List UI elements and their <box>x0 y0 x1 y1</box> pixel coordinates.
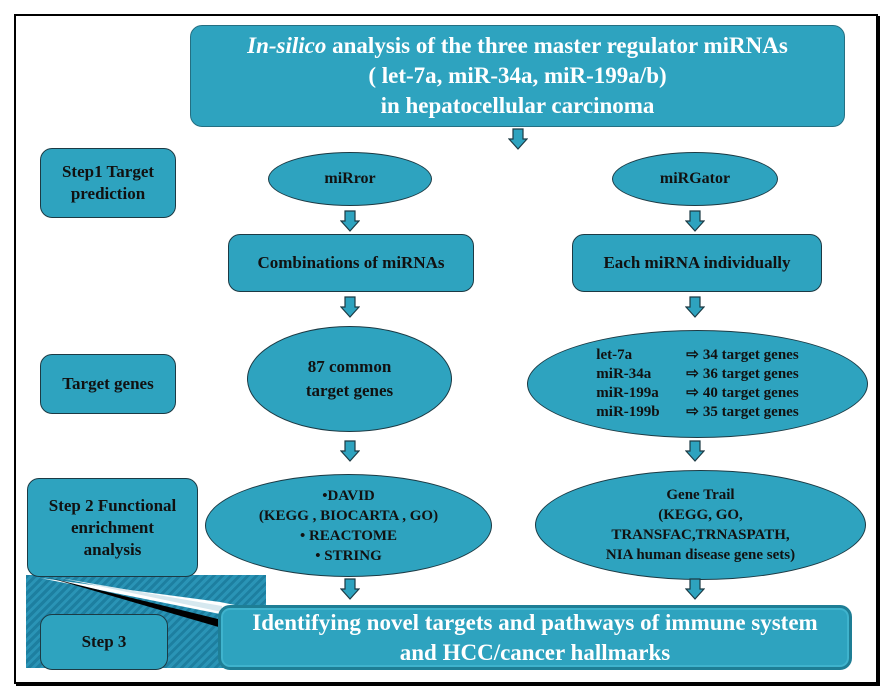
down-arrow-icon <box>508 128 528 150</box>
mirgator-text: miRGator <box>659 170 731 187</box>
right-arrow-outline-icon: ⇨ <box>686 366 699 382</box>
enrichment-line: •DAVID <box>322 487 375 504</box>
mirror-ellipse: miRror <box>268 152 432 206</box>
enrichment-line: Gene Trail <box>666 487 735 503</box>
down-arrow-icon <box>685 578 705 600</box>
mirna-name: let-7a <box>596 347 633 363</box>
common-genes-text: 87 common target genes <box>305 357 394 400</box>
down-arrow-icon <box>340 210 360 232</box>
right-arrow-outline-icon: ⇨ <box>686 404 699 420</box>
mirna-name: miR-199b <box>596 404 660 420</box>
step1-label: Step1 Target prediction <box>40 148 176 218</box>
gene-count: 34 target genes <box>702 347 799 363</box>
final-line-1: Identifying novel targets and pathways o… <box>252 609 818 635</box>
david-ellipse: •DAVID (KEGG , BIOCARTA , GO) • REACTOME… <box>205 474 492 577</box>
right-arrow-outline-icon: ⇨ <box>686 347 699 363</box>
right-arrow-outline-icon: ⇨ <box>686 385 699 401</box>
genetrail-ellipse: Gene Trail (KEGG, GO, TRANSFAC,TRNASPATH… <box>535 470 866 580</box>
mirgator-ellipse: miRGator <box>612 152 778 206</box>
title-line-1-text: analysis of the three master regulator m… <box>326 33 788 58</box>
step1-text: Step1 Target prediction <box>61 162 155 203</box>
enrichment-line: TRANSFAC,TRNASPATH, <box>611 527 790 543</box>
title-line-2: ( let-7a, miR-34a, miR-199a/b) <box>368 63 667 88</box>
final-line-2: and HCC/cancer hallmarks <box>399 639 671 665</box>
gene-row: let-7a ⇨34 target genes <box>596 346 798 365</box>
title-italic: In-silico <box>247 33 327 58</box>
individual-genes-ellipse: let-7a⇨34 target genes miR-34a⇨36 target… <box>527 330 868 438</box>
mirna-name: miR-34a <box>596 366 652 382</box>
enrichment-line: (KEGG, GO, <box>658 507 743 523</box>
gene-row: miR-199a ⇨40 target genes <box>596 384 798 403</box>
gene-row: miR-199b ⇨35 target genes <box>596 403 798 422</box>
gene-row: miR-34a ⇨36 target genes <box>596 365 798 384</box>
frame-border <box>14 14 878 684</box>
enrichment-line: NIA human disease gene sets) <box>605 547 796 563</box>
gene-count: 40 target genes <box>702 385 799 401</box>
individual-text: Each miRNA individually <box>603 253 791 272</box>
gene-count: 36 target genes <box>702 366 799 382</box>
target-genes-label: Target genes <box>40 354 176 414</box>
title-line-1: In-silico analysis of the three master r… <box>247 31 788 61</box>
common-genes-ellipse: 87 common target genes <box>247 326 452 432</box>
down-arrow-icon <box>685 210 705 232</box>
final-box: Identifying novel targets and pathways o… <box>218 605 852 670</box>
enrichment-line: • REACTOME <box>299 527 398 544</box>
combinations-box: Combinations of miRNAs <box>228 234 474 292</box>
step2-text: Step 2 Functional enrichment analysis <box>48 495 177 559</box>
enrichment-line: (KEGG , BIOCARTA , GO) <box>258 507 439 524</box>
step3-label: Step 3 <box>40 614 168 670</box>
title-box: In-silico analysis of the three master r… <box>190 25 845 127</box>
target-genes-text: Target genes <box>62 374 154 393</box>
title-line-3: in hepatocellular carcinoma <box>380 93 655 118</box>
mirna-name: miR-199a <box>596 385 659 401</box>
down-arrow-icon <box>685 440 705 462</box>
down-arrow-icon <box>685 296 705 318</box>
enrichment-line: • STRING <box>315 547 382 564</box>
down-arrow-icon <box>340 440 360 462</box>
combinations-text: Combinations of miRNAs <box>257 253 445 272</box>
down-arrow-icon <box>340 296 360 318</box>
individual-box: Each miRNA individually <box>572 234 822 292</box>
mirror-text: miRror <box>324 170 376 187</box>
gene-count: 35 target genes <box>702 404 799 420</box>
down-arrow-icon <box>340 578 360 600</box>
step2-label: Step 2 Functional enrichment analysis <box>27 478 198 577</box>
step3-text: Step 3 <box>81 632 127 651</box>
